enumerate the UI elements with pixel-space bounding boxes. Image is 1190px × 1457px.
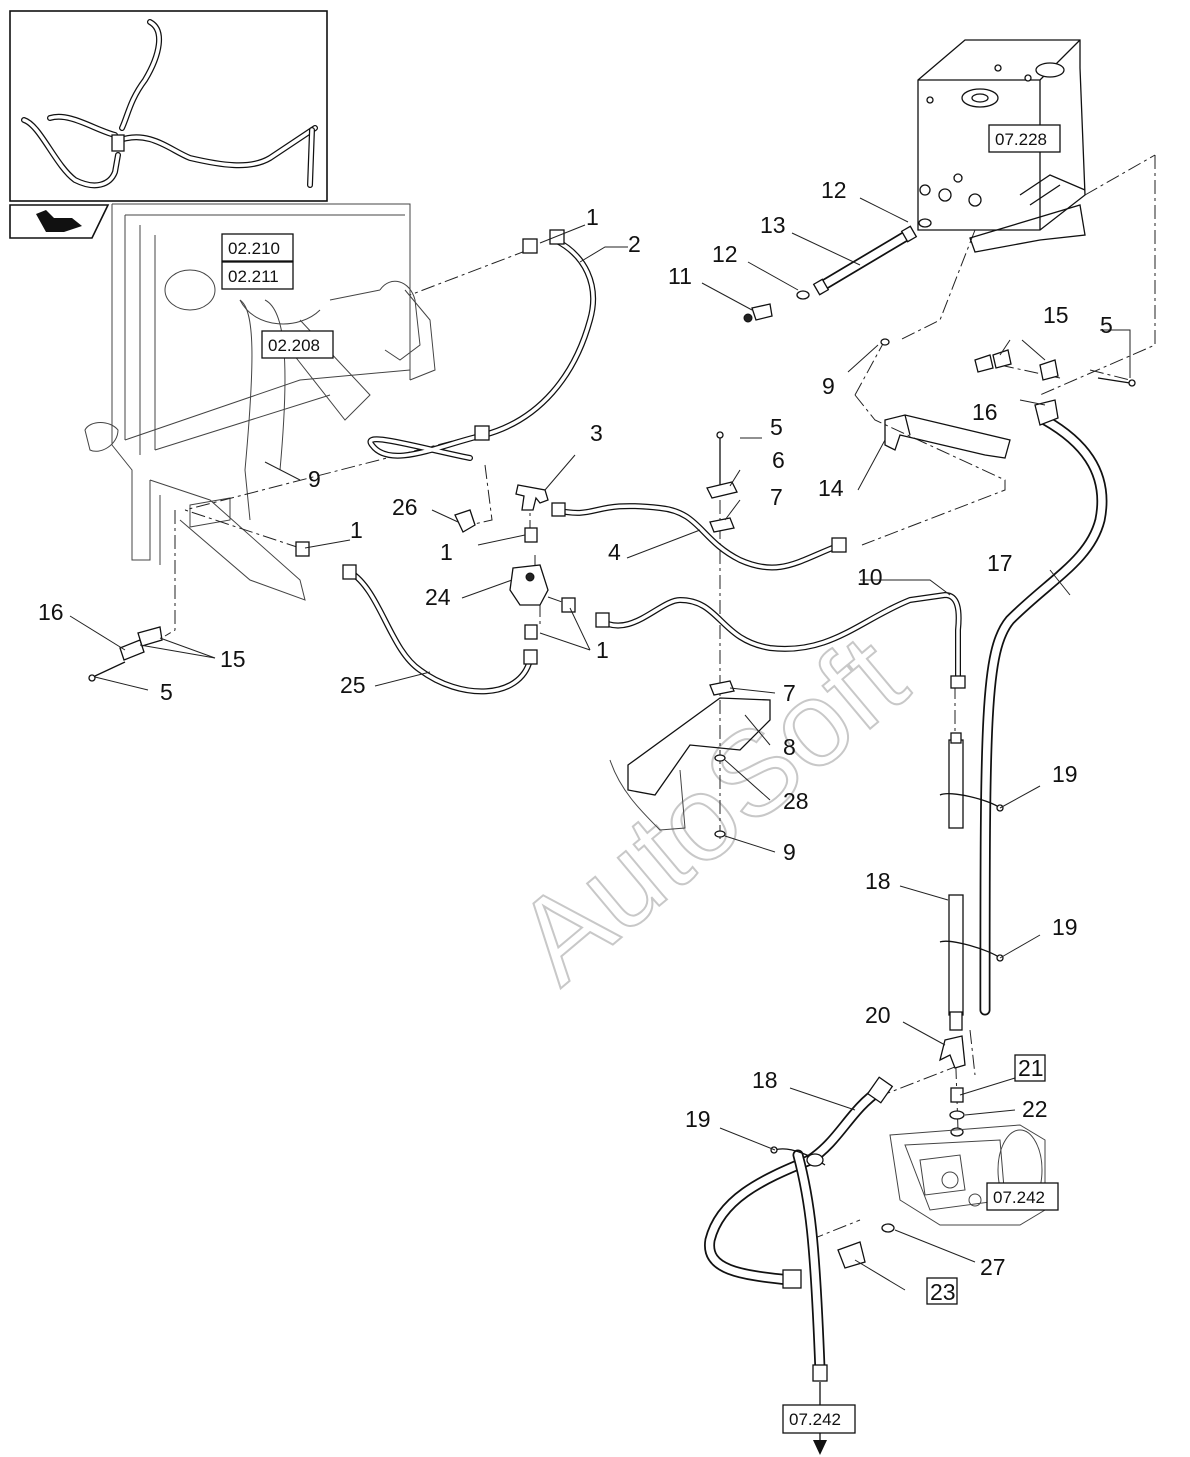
ref-box-07242-pump[interactable]: 07.242: [986, 1182, 1059, 1211]
callout-6[interactable]: 6: [772, 447, 785, 473]
callout-11[interactable]: 11: [668, 263, 692, 289]
callout-19[interactable]: 19: [1052, 761, 1078, 787]
callout-9[interactable]: 9: [822, 373, 835, 399]
hose-17: [979, 399, 1108, 1016]
pipe-4: [551, 502, 847, 571]
callout-23[interactable]: 23: [930, 1279, 956, 1305]
thumbnail-overview: [9, 10, 328, 202]
callout-18[interactable]: 18: [865, 868, 891, 894]
callout-8[interactable]: 8: [783, 734, 796, 760]
hydraulic-tank: [917, 39, 1086, 231]
callout-22[interactable]: 22: [1022, 1096, 1048, 1122]
svg-text:07.242: 07.242: [789, 1410, 841, 1429]
leader-lines: [69, 197, 1131, 1291]
callout-19[interactable]: 19: [1052, 914, 1078, 940]
callout-16[interactable]: 16: [972, 399, 998, 425]
callout-9[interactable]: 9: [783, 839, 796, 865]
callout-7[interactable]: 7: [783, 680, 796, 706]
callout-18[interactable]: 18: [752, 1067, 778, 1093]
bolt-clips: [88, 349, 1136, 696]
callout-12[interactable]: 12: [712, 241, 738, 267]
callout-1[interactable]: 1: [350, 517, 363, 543]
callout-13[interactable]: 13: [760, 212, 786, 238]
ref-box-02208[interactable]: 02.208: [261, 330, 334, 359]
callout-4[interactable]: 4: [608, 539, 621, 565]
hose-18-lower: [704, 1076, 895, 1455]
pipe-25: [342, 564, 538, 695]
callout-7[interactable]: 7: [770, 484, 783, 510]
ref-box-02210[interactable]: 02.210: [221, 233, 294, 262]
callout-1[interactable]: 1: [596, 637, 609, 663]
callout-5[interactable]: 5: [770, 414, 783, 440]
ref-box-07242-bottom[interactable]: 07.242: [782, 1404, 856, 1434]
pipe-2: [367, 229, 597, 461]
fittings-lower: [939, 1035, 966, 1137]
callout-15[interactable]: 15: [1043, 302, 1069, 328]
callout-16[interactable]: 16: [38, 599, 64, 625]
callout-10[interactable]: 10: [857, 564, 883, 590]
callout-24[interactable]: 24: [425, 584, 451, 610]
callout-5[interactable]: 5: [1100, 312, 1113, 338]
radiator-frame-ghost: [84, 203, 436, 601]
callouts: 1 2 12 13 12 11 15 5 9 16 5 3 6 14 9 26 …: [38, 177, 1113, 1305]
callout-box-23: [926, 1277, 958, 1305]
callout-12[interactable]: 12: [821, 177, 847, 203]
assembly-lines: [164, 154, 1156, 1241]
callout-25[interactable]: 25: [340, 672, 366, 698]
callout-14[interactable]: 14: [818, 475, 844, 501]
svg-text:02.211: 02.211: [228, 267, 279, 286]
bracket-8: [609, 697, 771, 838]
svg-text:02.208: 02.208: [268, 336, 320, 355]
svg-text:02.210: 02.210: [228, 239, 280, 258]
svg-text:07.242: 07.242: [993, 1188, 1045, 1207]
pipe-10: [595, 592, 966, 689]
ref-box-02211[interactable]: 02.211: [221, 261, 294, 290]
hose-13: [743, 218, 932, 323]
callout-19[interactable]: 19: [685, 1106, 711, 1132]
callout-21[interactable]: 21: [1018, 1055, 1044, 1081]
callout-9[interactable]: 9: [308, 466, 321, 492]
callout-5[interactable]: 5: [160, 679, 173, 705]
callout-15[interactable]: 15: [220, 646, 246, 672]
callout-1[interactable]: 1: [440, 539, 453, 565]
watermark: AutoSoft: [491, 610, 930, 1009]
ref-box-07228[interactable]: 07.228: [988, 124, 1061, 153]
callout-1[interactable]: 1: [586, 204, 599, 230]
svg-text:07.228: 07.228: [995, 130, 1047, 149]
fittings: [295, 484, 576, 640]
hose-18-vertical: [939, 732, 1004, 1031]
callout-2[interactable]: 2: [628, 231, 641, 257]
callout-box-21: [1014, 1054, 1046, 1082]
callout-17[interactable]: 17: [987, 550, 1013, 576]
callout-27[interactable]: 27: [980, 1254, 1006, 1280]
callout-20[interactable]: 20: [865, 1002, 891, 1028]
callout-28[interactable]: 28: [783, 788, 809, 814]
navigation-arrow-icon[interactable]: [9, 204, 110, 239]
callout-26[interactable]: 26: [392, 494, 418, 520]
callout-3[interactable]: 3: [590, 420, 603, 446]
bracket-14: [880, 204, 1086, 459]
